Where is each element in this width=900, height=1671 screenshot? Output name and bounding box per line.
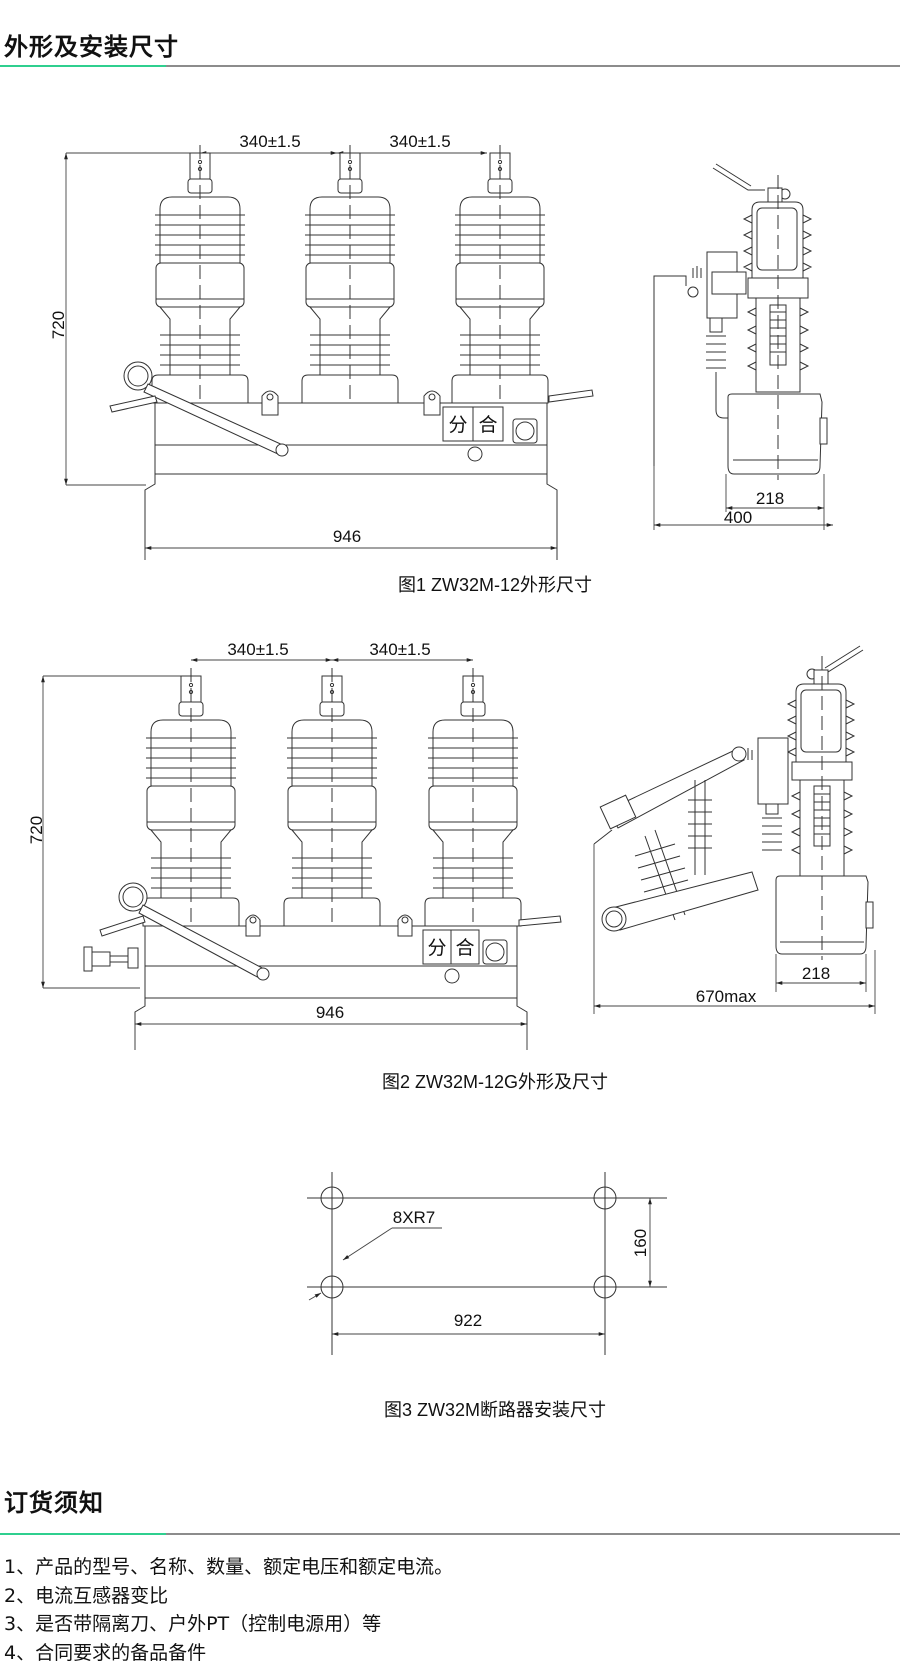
ordering-list: 1、产品的型号、名称、数量、额定电压和额定电流。 2、电流互感器变比 3、是否带…: [4, 1553, 453, 1667]
fig1-open-label: 分: [448, 414, 467, 436]
fig2-pole-2: [283, 667, 381, 935]
fig2-dim-height: 720: [27, 816, 46, 844]
fig2-open-label: 分: [427, 937, 446, 959]
fig2-dim-spacing-right: 340±1.5: [369, 640, 430, 659]
fig2-dim-side-overall: 670max: [696, 987, 757, 1006]
fig1-dim-spacing-right: 340±1.5: [389, 132, 450, 151]
section-title-dimensions: 外形及安装尺寸: [4, 33, 179, 61]
mount-hole-top-right: [593, 1186, 617, 1210]
fig2-dim-side-base: 218: [802, 964, 830, 983]
ordering-item: 3、是否带隔离刀、户外PT（控制电源用）等: [4, 1613, 382, 1635]
fig1-dim-spacing-left: 340±1.5: [239, 132, 300, 151]
fig2-dim-spacing-left: 340±1.5: [227, 640, 288, 659]
figure-3-drawing: 160 922 8XR7: [307, 1172, 667, 1355]
figure-2-caption: 图2 ZW32M-12G外形及尺寸: [381, 1072, 609, 1092]
fig1-dim-side-base: 218: [756, 489, 784, 508]
ordering-item: 4、合同要求的备品备件: [4, 1641, 207, 1664]
fig2-side-view: [593, 645, 876, 1014]
fig2-close-label: 合: [455, 937, 474, 959]
fig1-dim-side-overall: 400: [724, 508, 752, 527]
fig1-dim-width: 946: [333, 527, 361, 546]
ordering-item: 1、产品的型号、名称、数量、额定电压和额定电流。: [4, 1556, 454, 1578]
section-title-ordering: 订货须知: [4, 1489, 104, 1517]
figure-2-drawing: 340±1.5 340±1.5 720 分 合 946: [27, 640, 876, 1050]
mount-hole-bottom-right: [593, 1275, 617, 1299]
mount-hole-bottom-left: [320, 1275, 344, 1299]
fig2-pole-1: [142, 667, 240, 935]
figure-1-caption: 图1 ZW32M-12外形尺寸: [397, 575, 593, 595]
fig2-dim-width: 946: [316, 1003, 344, 1022]
fig1-dim-height: 720: [49, 311, 68, 339]
fig1-side-view: [653, 163, 833, 530]
fig1-close-label: 合: [478, 414, 497, 436]
figure-3-caption: 图3 ZW32M断路器安装尺寸: [383, 1400, 606, 1420]
section-divider-accent: [0, 1533, 166, 1535]
section-divider: [0, 1533, 900, 1535]
figure-1-drawing: 340±1.5 340±1.5 720 分 合 946: [49, 132, 833, 560]
mount-hole-top-left: [320, 1186, 344, 1210]
fig3-hole-label: 8XR7: [393, 1208, 436, 1227]
fig3-dim-vertical: 160: [631, 1229, 650, 1257]
section-divider: [0, 65, 900, 67]
ordering-item: 2、电流互感器变比: [4, 1584, 169, 1607]
fig2-pole-3: [424, 667, 522, 935]
section-divider-accent: [0, 65, 166, 67]
fig1-pole-1: [151, 144, 249, 412]
fig3-dim-horizontal: 922: [454, 1311, 482, 1330]
fig1-pole-2: [301, 144, 399, 412]
fig1-pole-3: [451, 144, 549, 412]
